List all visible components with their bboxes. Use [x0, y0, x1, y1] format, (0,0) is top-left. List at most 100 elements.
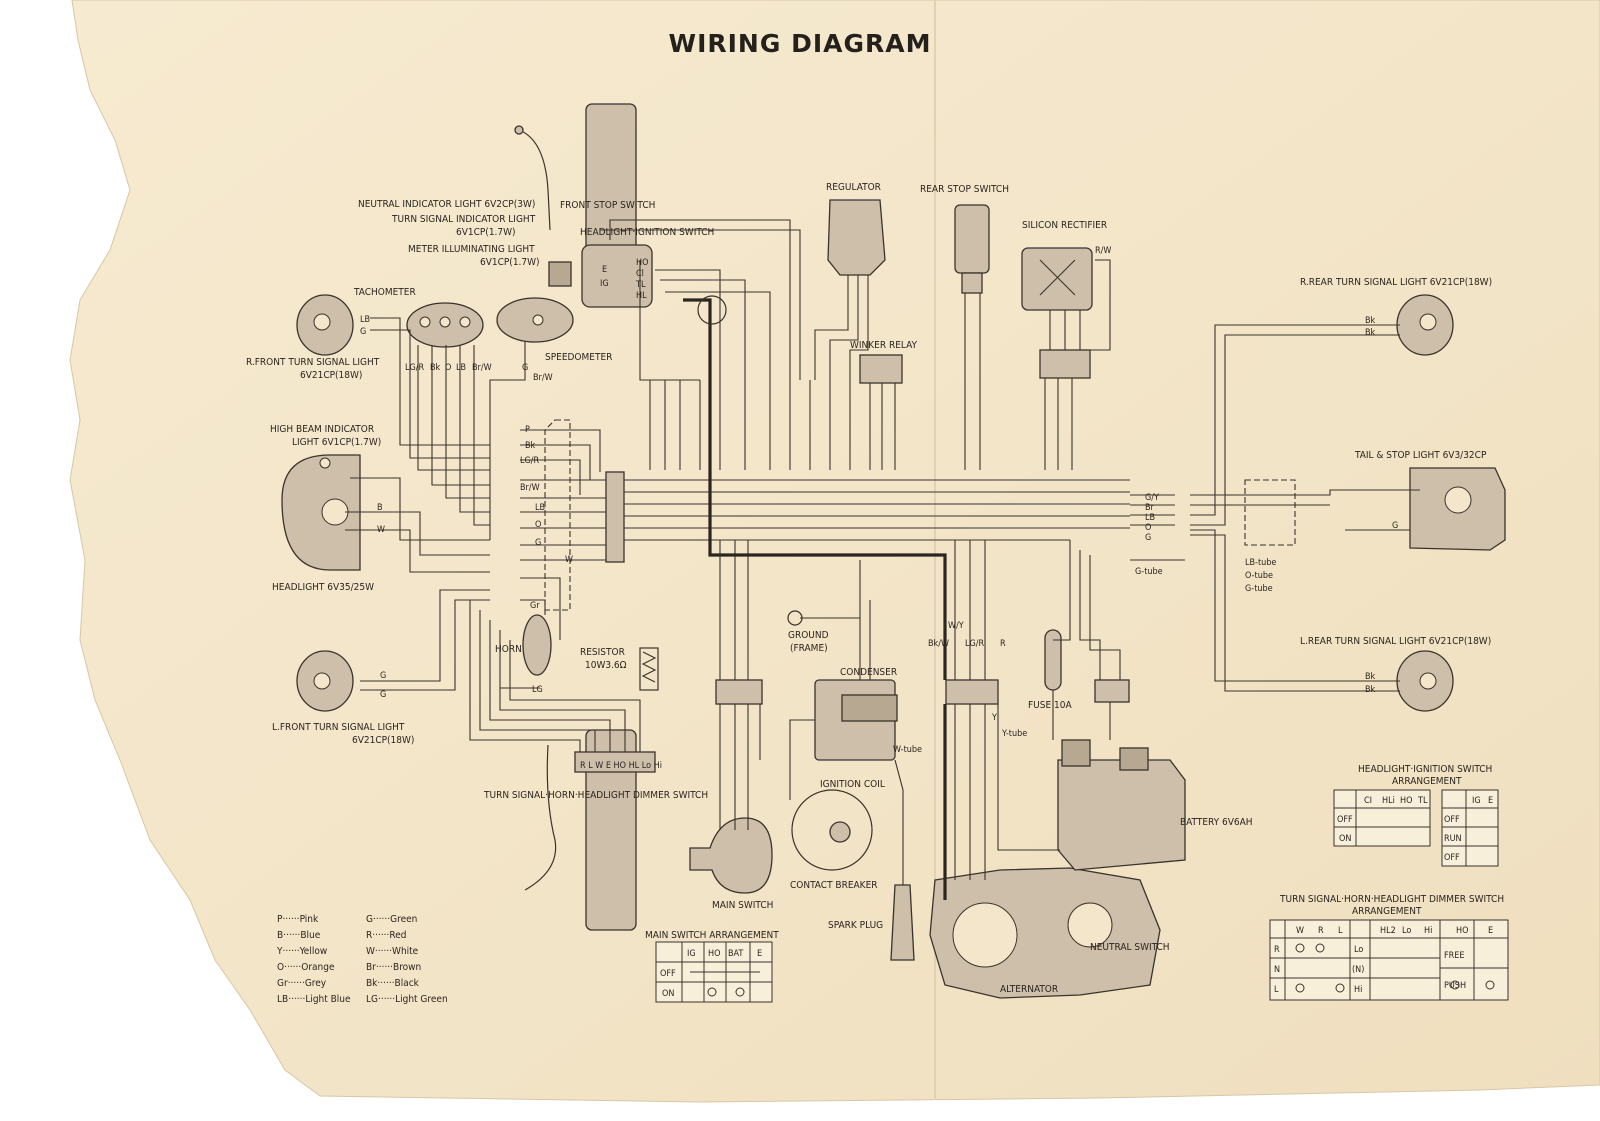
wire-label: Br — [1145, 503, 1155, 513]
label-meter-light: METER ILLUMINATING LIGHT — [408, 244, 535, 255]
wire-label: Y — [991, 713, 997, 723]
wire-label: R/W — [1095, 246, 1111, 256]
label-battery: BATTERY 6V6AH — [1180, 817, 1253, 828]
wire-label: LG/R — [405, 363, 425, 373]
wire-label: G — [1145, 533, 1151, 543]
wire-label: Bk/W — [928, 639, 949, 649]
wire-label: LG/R — [520, 456, 540, 466]
headlight-ignition-arrangement-table: HEADLIGHT·IGNITION SWITCH ARRANGEMENT CI… — [1333, 764, 1499, 867]
label-resistor: RESISTOR — [580, 647, 625, 658]
label-l-rear-turn: L.REAR TURN SIGNAL LIGHT 6V21CP(18W) — [1300, 636, 1491, 647]
svg-text:HL: HL — [636, 291, 647, 301]
wire-label: G — [535, 538, 541, 548]
neutral-switch — [1067, 902, 1113, 948]
regulator — [827, 199, 886, 276]
svg-text:OFF: OFF — [1444, 853, 1460, 863]
svg-text:FREE: FREE — [1444, 951, 1465, 961]
label-winker-relay: WINKER RELAY — [850, 340, 918, 351]
wire-label: R — [1000, 639, 1006, 649]
wire-label: B — [377, 503, 383, 513]
wire-label: LB — [1145, 513, 1155, 523]
label-r-rear-turn: R.REAR TURN SIGNAL LIGHT 6V21CP(18W) — [1300, 277, 1492, 288]
svg-text:R L W E HO HL Lo Hi: R L W E HO HL Lo Hi — [580, 761, 662, 771]
wire-label: O — [535, 520, 541, 530]
dimmer-switch-arrangement-table: TURN SIGNAL·HORN·HEADLIGHT DIMMER SWITCH… — [1269, 894, 1509, 1001]
svg-text:ARRANGEMENT: ARRANGEMENT — [1392, 776, 1462, 787]
dimmer-switch — [574, 751, 656, 773]
label-l-front-turn: L.FRONT TURN SIGNAL LIGHT — [272, 722, 405, 733]
svg-text:OFF: OFF — [1337, 815, 1353, 825]
wire-label: G — [522, 363, 528, 373]
label-ground: GROUND — [788, 630, 829, 641]
label-headlight-ignition-switch: HEADLIGHT·IGNITION SWITCH — [580, 227, 714, 238]
svg-text:CI: CI — [1364, 796, 1372, 806]
legend-item: B······Blue — [277, 930, 321, 941]
label-neutral-switch: NEUTRAL SWITCH — [1090, 942, 1170, 953]
svg-text:G-tube: G-tube — [1245, 584, 1273, 594]
rear-stop-switch — [954, 204, 990, 274]
wire-label: Bk — [1365, 328, 1376, 338]
svg-text:O-tube: O-tube — [1245, 571, 1273, 581]
label-tail-stop-light: TAIL & STOP LIGHT 6V3/32CP — [1354, 450, 1487, 461]
contact-breaker — [791, 789, 873, 871]
svg-text:R: R — [1318, 926, 1324, 936]
label-rear-stop-switch: REAR STOP SWITCH — [920, 184, 1009, 195]
horn — [522, 614, 552, 676]
svg-text:(FRAME): (FRAME) — [790, 643, 828, 654]
label-silicon-rectifier: SILICON RECTIFIER — [1022, 220, 1107, 231]
svg-text:E: E — [1488, 796, 1493, 806]
svg-text:HLi: HLi — [1382, 796, 1395, 806]
wire-label: Gr — [530, 601, 540, 611]
svg-text:6V21CP(18W): 6V21CP(18W) — [300, 370, 362, 381]
wiring-harness — [345, 219, 1420, 900]
wire-label: G — [380, 671, 386, 681]
clutch-lever — [524, 744, 557, 891]
legend-item: Y······Yellow — [276, 946, 327, 957]
svg-text:6V21CP(18W): 6V21CP(18W) — [352, 735, 414, 746]
main-switch-arrangement-table: MAIN SWITCH ARRANGEMENT IG HO BAT E OFF … — [645, 930, 779, 1003]
svg-text:Hi: Hi — [1354, 985, 1362, 995]
svg-text:10W3.6Ω: 10W3.6Ω — [585, 660, 627, 671]
headlight — [281, 454, 361, 571]
wire-label: Br/W — [520, 483, 540, 493]
label-condenser: CONDENSER — [840, 667, 897, 678]
svg-text:Lo: Lo — [1402, 926, 1411, 936]
svg-text:TURN SIGNAL·HORN·HEADLIGHT DIM: TURN SIGNAL·HORN·HEADLIGHT DIMMER SWITCH — [1279, 894, 1504, 905]
label-neutral-indicator: NEUTRAL INDICATOR LIGHT 6V2CP(3W) — [358, 199, 535, 210]
legend-item: Br······Brown — [366, 962, 421, 973]
svg-text:LB-tube: LB-tube — [1245, 558, 1276, 568]
label-turn-indicator: TURN SIGNAL INDICATOR LIGHT — [391, 214, 536, 225]
color-code-legend: P······Pink B······Blue Y······Yellow O·… — [276, 914, 448, 1005]
svg-text:L: L — [1274, 985, 1279, 995]
resistor — [639, 647, 659, 691]
main-switch — [689, 817, 773, 894]
rectifier-connector — [1039, 349, 1091, 379]
svg-text:IG: IG — [687, 949, 696, 959]
label-horn: HORN — [495, 644, 522, 655]
page-title: WIRING DIAGRAM — [669, 29, 932, 58]
wire-label: LB — [456, 363, 466, 373]
wire-label: Bk — [1365, 685, 1376, 695]
label-spark-plug: SPARK PLUG — [828, 920, 883, 931]
label-contact-breaker: CONTACT BREAKER — [790, 880, 878, 891]
svg-text:Lo: Lo — [1354, 945, 1363, 955]
svg-text:N: N — [1274, 965, 1280, 975]
wire-label: Bk — [430, 363, 441, 373]
svg-text:HEADLIGHT·IGNITION SWITCH: HEADLIGHT·IGNITION SWITCH — [1358, 764, 1492, 775]
svg-text:L: L — [1338, 926, 1343, 936]
wire-label: W — [565, 555, 573, 565]
wire-label: LG/R — [965, 639, 985, 649]
svg-text:ARRANGEMENT: ARRANGEMENT — [1352, 906, 1422, 917]
label-dimmer-switch: TURN SIGNAL·HORN·HEADLIGHT DIMMER SWITCH — [483, 790, 708, 801]
high-beam-indicator — [319, 457, 331, 469]
svg-text:IG: IG — [600, 279, 609, 289]
label-tachometer: TACHOMETER — [353, 287, 416, 298]
svg-text:G-tube: G-tube — [1135, 567, 1163, 577]
svg-text:ON: ON — [1339, 834, 1351, 844]
label-high-beam-indicator: HIGH BEAM INDICATOR — [270, 424, 374, 435]
svg-text:W: W — [1296, 926, 1304, 936]
legend-item: Gr······Grey — [277, 978, 327, 989]
battery — [1057, 759, 1186, 871]
label-main-switch: MAIN SWITCH — [712, 900, 773, 911]
